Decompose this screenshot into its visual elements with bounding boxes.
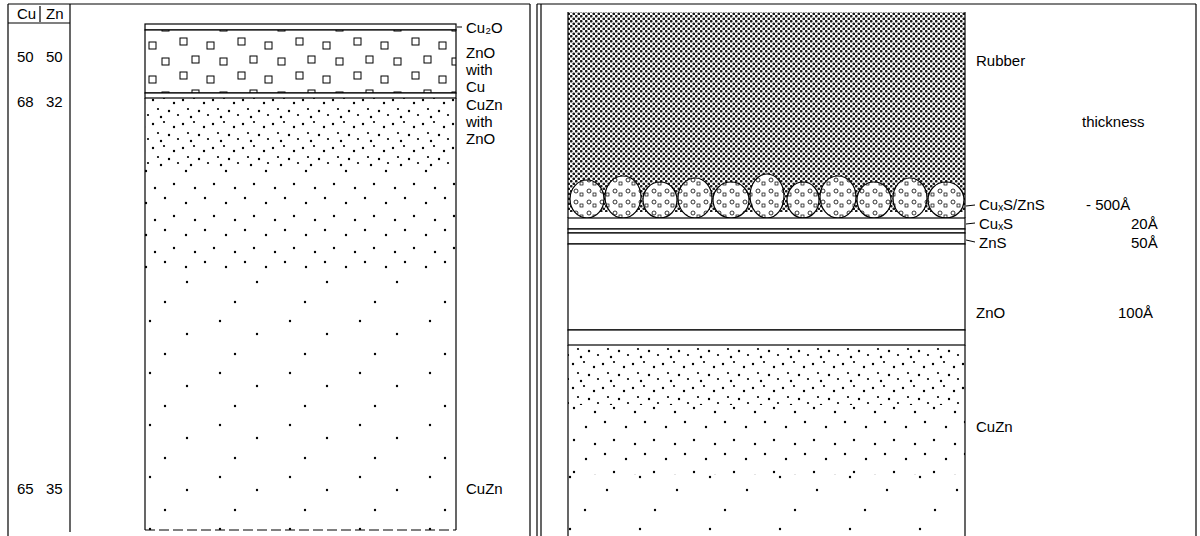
rubber-interface-stack-part xyxy=(567,345,568,536)
column-heading: Zn xyxy=(46,5,64,22)
rubber-interface-stack-part xyxy=(964,12,965,218)
sulfide-particles-part xyxy=(820,176,856,218)
sulfide-particles-part xyxy=(893,178,927,218)
left-layer-stack-part xyxy=(145,24,456,30)
left-layer-stack-part xyxy=(145,30,456,93)
sulfide-particles xyxy=(570,174,964,218)
rubber-interface-stack-part xyxy=(568,229,965,233)
layer-label: ZnS xyxy=(979,234,1007,251)
left-panel xyxy=(8,4,530,536)
column-heading: Cu xyxy=(17,5,36,22)
sulfide-particles-part xyxy=(928,182,964,218)
thickness-value: 20Å xyxy=(1131,215,1158,232)
leader-lines-part xyxy=(966,205,975,206)
composition-value: 32 xyxy=(46,93,63,110)
rubber-interface-stack-part xyxy=(568,233,965,244)
layer-label: Cu₂O xyxy=(466,19,503,36)
rubber-interface-stack-part xyxy=(568,345,965,405)
layer-label: ZnO with Cu xyxy=(466,44,508,95)
left-layer-stack-part xyxy=(457,27,462,28)
rubber-interface-stack-part xyxy=(568,244,965,330)
left-panel-part xyxy=(529,4,530,536)
layer-label: Rubber xyxy=(976,52,1025,69)
layer-label: ZnO xyxy=(976,304,1005,321)
thickness-value: 100Å xyxy=(1118,304,1153,321)
left-layer-stack-part xyxy=(145,168,456,278)
rubber-interface-stack-part xyxy=(568,475,965,536)
rubber-interface-stack-part xyxy=(964,345,965,536)
sulfide-particles-part xyxy=(605,176,641,218)
composition-value: 50 xyxy=(17,48,34,65)
left-layer-stack-part xyxy=(145,98,456,168)
right-panel-part xyxy=(540,4,541,536)
rubber-interface-stack xyxy=(568,12,965,536)
left-layer-stack-part xyxy=(145,529,456,530)
right-panel xyxy=(537,4,1196,536)
leader-lines-part xyxy=(966,240,975,242)
right-panel-part xyxy=(537,3,1196,4)
left-layer-stack-part xyxy=(145,278,456,530)
left-layer-stack-part xyxy=(455,98,456,530)
left-panel-part xyxy=(8,22,70,23)
leader-lines xyxy=(966,205,975,242)
sulfide-particles-part xyxy=(713,182,749,218)
right-panel-part xyxy=(1195,4,1196,536)
sulfide-particles-part xyxy=(570,180,604,218)
rubber-interface-stack-part xyxy=(568,218,965,229)
left-panel-part xyxy=(39,6,40,22)
layer-label: CuₓS xyxy=(979,215,1013,232)
composition-value: 68 xyxy=(17,93,34,110)
left-panel-part xyxy=(69,4,70,532)
layer-label: CuZn xyxy=(976,418,1013,435)
left-layer-stack-part xyxy=(145,93,456,98)
leader-lines-part xyxy=(966,223,975,224)
sulfide-particles-part xyxy=(750,174,784,218)
thickness-value: - 500Å xyxy=(1086,196,1130,213)
layer-label: CuₓS/ZnS xyxy=(979,196,1045,213)
thickness-value: 50Å xyxy=(1131,234,1158,251)
sulfide-particles-part xyxy=(678,178,712,218)
rubber-interface-stack-part xyxy=(568,330,965,345)
sulfide-particles-part xyxy=(643,182,677,218)
left-layer-stack-part xyxy=(144,98,145,530)
column-heading: thickness xyxy=(1082,113,1145,130)
left-panel-part xyxy=(7,4,8,536)
right-panel-part xyxy=(536,4,537,536)
left-layer-stack xyxy=(145,24,462,530)
sulfide-particles-part xyxy=(787,182,819,218)
composition-value: 65 xyxy=(17,480,34,497)
rubber-interface-stack-part xyxy=(568,405,965,475)
sulfide-particles-part xyxy=(857,182,891,218)
layer-label: CuZn with ZnO xyxy=(466,96,510,147)
rubber-interface-stack-part xyxy=(567,12,568,218)
composition-value: 50 xyxy=(46,48,63,65)
layer-label: CuZn xyxy=(466,480,503,497)
composition-value: 35 xyxy=(46,480,63,497)
left-panel-part xyxy=(8,3,530,4)
